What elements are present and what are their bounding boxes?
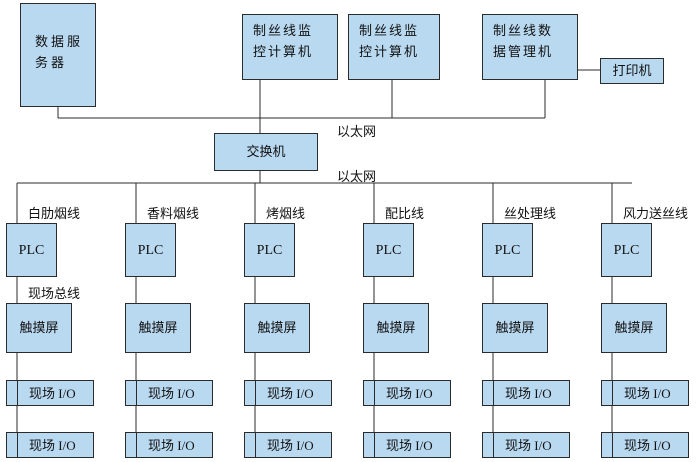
printer-box: 打印机 bbox=[600, 58, 664, 84]
field-io-box: 现场 I/O bbox=[244, 380, 332, 406]
monitor-computer-2-box: 制丝线监控计算机 bbox=[348, 14, 440, 80]
field-io-label: 现场 I/O bbox=[386, 438, 433, 453]
field-io-label: 现场 I/O bbox=[148, 438, 195, 453]
plc-label: PLC bbox=[613, 242, 640, 258]
touchscreen-box: 触摸屏 bbox=[244, 303, 310, 353]
plc-box: PLC bbox=[125, 223, 176, 277]
plc-label: PLC bbox=[494, 242, 521, 258]
field-io-label: 现场 I/O bbox=[148, 386, 195, 401]
touchscreen-label: 触摸屏 bbox=[138, 320, 178, 336]
monitor-computer-1-box: 制丝线监控计算机 bbox=[242, 14, 338, 80]
field-io-box: 现场 I/O bbox=[6, 432, 94, 458]
line-name-0: 白肋烟线 bbox=[28, 207, 81, 222]
field-io-label: 现场 I/O bbox=[624, 438, 671, 453]
field-io-box: 现场 I/O bbox=[125, 432, 213, 458]
data-management-box: 制丝线数据管理机 bbox=[482, 14, 578, 80]
switch-label: 交换机 bbox=[246, 144, 286, 160]
switch-box: 交换机 bbox=[214, 133, 318, 171]
field-io-box: 现场 I/O bbox=[6, 380, 94, 406]
touchscreen-label: 触摸屏 bbox=[376, 320, 416, 336]
plc-label: PLC bbox=[375, 242, 402, 258]
touchscreen-box: 触摸屏 bbox=[125, 303, 191, 353]
data-server-label: 数据服务器 bbox=[35, 35, 84, 71]
touchscreen-label: 触摸屏 bbox=[614, 320, 654, 336]
touchscreen-label: 触摸屏 bbox=[257, 320, 297, 336]
field-io-box: 现场 I/O bbox=[244, 432, 332, 458]
line-name-3: 配比线 bbox=[385, 207, 425, 222]
field-io-box: 现场 I/O bbox=[363, 432, 451, 458]
line-name-5: 风力送丝线 bbox=[623, 207, 689, 222]
touchscreen-label: 触摸屏 bbox=[495, 320, 535, 336]
field-io-box: 现场 I/O bbox=[601, 432, 689, 458]
field-io-label: 现场 I/O bbox=[624, 386, 671, 401]
plc-label: PLC bbox=[18, 242, 45, 258]
touchscreen-box: 触摸屏 bbox=[363, 303, 429, 353]
touchscreen-box: 触摸屏 bbox=[482, 303, 548, 353]
field-io-box: 现场 I/O bbox=[482, 380, 570, 406]
field-io-label: 现场 I/O bbox=[29, 438, 76, 453]
plc-label: PLC bbox=[256, 242, 283, 258]
field-io-box: 现场 I/O bbox=[601, 380, 689, 406]
plc-box: PLC bbox=[6, 223, 57, 277]
field-io-label: 现场 I/O bbox=[267, 386, 314, 401]
fieldbus-label: 现场总线 bbox=[28, 287, 81, 302]
ethernet-label-top: 以太网 bbox=[337, 125, 377, 140]
field-io-label: 现场 I/O bbox=[29, 386, 76, 401]
field-io-label: 现场 I/O bbox=[505, 386, 552, 401]
line-name-2: 烤烟线 bbox=[266, 207, 306, 222]
data-management-label: 制丝线数据管理机 bbox=[493, 24, 554, 60]
field-io-box: 现场 I/O bbox=[482, 432, 570, 458]
plc-label: PLC bbox=[137, 242, 164, 258]
field-io-label: 现场 I/O bbox=[386, 386, 433, 401]
touchscreen-label: 触摸屏 bbox=[19, 320, 59, 336]
line-name-4: 丝处理线 bbox=[504, 207, 557, 222]
line-name-1: 香料烟线 bbox=[147, 207, 200, 222]
ethernet-label-bottom: 以太网 bbox=[337, 170, 377, 185]
field-io-label: 现场 I/O bbox=[505, 438, 552, 453]
field-io-box: 现场 I/O bbox=[125, 380, 213, 406]
data-server-box: 数据服务器 bbox=[20, 3, 96, 107]
plc-box: PLC bbox=[601, 223, 652, 277]
printer-label: 打印机 bbox=[612, 63, 652, 79]
plc-box: PLC bbox=[482, 223, 533, 277]
plc-box: PLC bbox=[363, 223, 414, 277]
field-io-label: 现场 I/O bbox=[267, 438, 314, 453]
field-io-box: 现场 I/O bbox=[363, 380, 451, 406]
touchscreen-box: 触摸屏 bbox=[601, 303, 667, 353]
monitor-computer-2-label: 制丝线监控计算机 bbox=[359, 24, 420, 60]
touchscreen-box: 触摸屏 bbox=[6, 303, 72, 353]
monitor-computer-1-label: 制丝线监控计算机 bbox=[253, 24, 314, 60]
plc-box: PLC bbox=[244, 223, 295, 277]
